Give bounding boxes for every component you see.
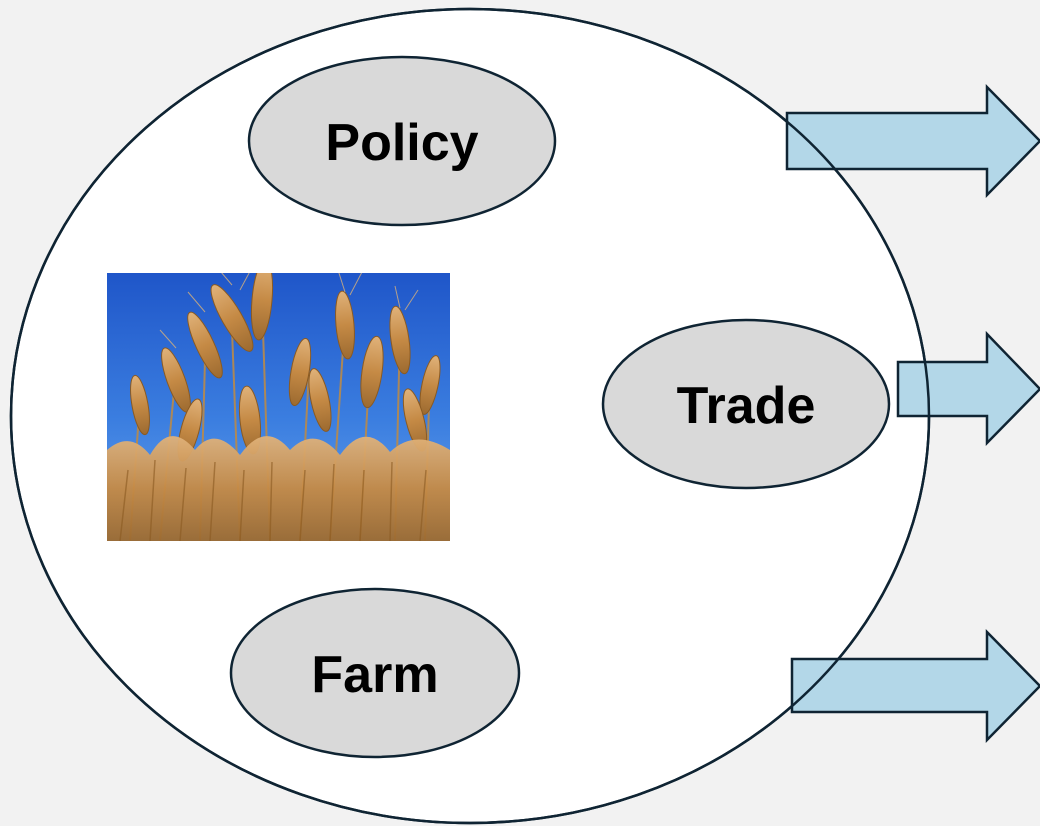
right-arrow-icon	[790, 628, 1040, 744]
policy-label: Policy	[325, 114, 478, 172]
outer-circle-outline	[9, 7, 931, 825]
wheat-field-photo	[107, 273, 450, 541]
farm-label: Farm	[311, 646, 438, 704]
right-arrow-icon	[785, 83, 1040, 199]
farm-node: Farm	[229, 587, 521, 759]
trade-node: Trade	[601, 318, 891, 490]
right-arrow-icon	[896, 330, 1040, 447]
policy-node: Policy	[247, 55, 557, 227]
trade-label: Trade	[677, 377, 816, 435]
